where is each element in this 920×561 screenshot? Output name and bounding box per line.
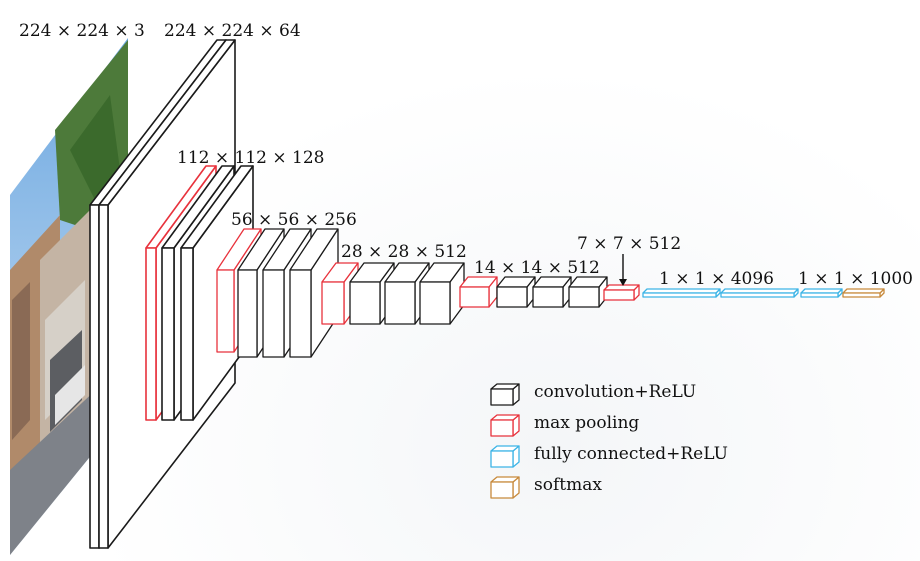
legend-swatch-softmax bbox=[490, 476, 520, 499]
block-conv1-2 bbox=[98, 39, 236, 549]
legend-label-fc: fully connected+ReLU bbox=[534, 444, 728, 464]
label-conv1: 224 × 224 × 64 bbox=[164, 21, 301, 41]
block-conv4-3 bbox=[419, 262, 465, 325]
swatch-cube-softmax bbox=[490, 476, 520, 499]
legend-item-fc: fully connected+ReLU bbox=[490, 444, 728, 468]
block-pool5 bbox=[603, 284, 640, 301]
label-conv3: 56 × 56 × 256 bbox=[231, 210, 357, 230]
legend-label-pool: max pooling bbox=[534, 413, 639, 433]
label-input: 224 × 224 × 3 bbox=[19, 21, 145, 41]
legend-swatch-pool bbox=[490, 414, 520, 437]
label-output: 1 × 1 × 1000 bbox=[798, 269, 913, 289]
block-fc8 bbox=[800, 288, 843, 298]
legend-swatch-fc bbox=[490, 445, 520, 468]
label-fc: 1 × 1 × 4096 bbox=[659, 269, 774, 289]
block-conv5-2 bbox=[532, 276, 572, 308]
label-pool5: 7 × 7 × 512 bbox=[577, 234, 681, 254]
block-fc7 bbox=[720, 288, 799, 298]
label-conv4: 28 × 28 × 512 bbox=[341, 242, 467, 262]
swatch-cube-pool bbox=[490, 414, 520, 437]
legend-label-conv: convolution+ReLU bbox=[534, 382, 696, 402]
label-conv5: 14 × 14 × 512 bbox=[474, 258, 600, 278]
pool5-arrow bbox=[619, 254, 627, 286]
legend-item-softmax: softmax bbox=[490, 475, 602, 499]
legend-label-softmax: softmax bbox=[534, 475, 602, 495]
input-image bbox=[10, 38, 128, 555]
block-pool4 bbox=[459, 276, 498, 308]
swatch-cube-fc bbox=[490, 445, 520, 468]
block-fc6 bbox=[642, 288, 721, 298]
layer-blocks bbox=[89, 39, 885, 549]
swatch-cube-conv bbox=[490, 383, 520, 406]
legend-swatch-conv bbox=[490, 383, 520, 406]
block-softmax bbox=[842, 288, 885, 298]
legend: convolution+ReLU max pooling fully conne… bbox=[490, 382, 728, 499]
legend-item-conv: convolution+ReLU bbox=[490, 382, 696, 406]
label-conv2: 112 × 112 × 128 bbox=[177, 148, 324, 168]
block-conv5-1 bbox=[496, 276, 536, 308]
legend-item-pool: max pooling bbox=[490, 413, 639, 437]
block-conv5-3 bbox=[568, 276, 608, 308]
